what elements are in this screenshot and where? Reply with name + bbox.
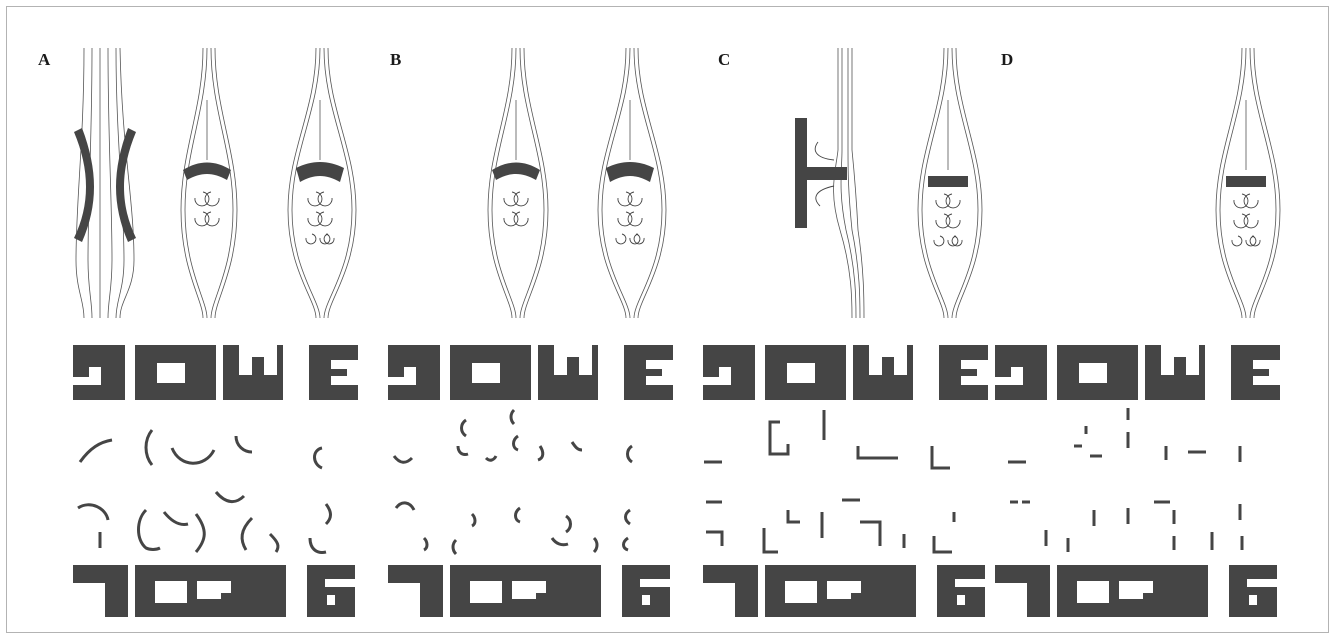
- top-glyph-row-c: [703, 345, 988, 400]
- top-glyph-row-b: [388, 345, 673, 400]
- fragments-a: [78, 430, 331, 552]
- fragments-c: [704, 410, 954, 552]
- top-glyph-row-a: [73, 345, 358, 400]
- fragments-b: [394, 410, 632, 554]
- diagram-b-curved-blade-small: [488, 48, 548, 318]
- bottom-glyph-row-c: [703, 565, 985, 617]
- bottom-glyph-row-d: [995, 565, 1277, 617]
- top-glyph-row-d: [995, 345, 1280, 400]
- bottom-glyph-row-b: [388, 565, 670, 617]
- diagram-d-flat-blade: [1216, 48, 1280, 318]
- panel-label-b: B: [390, 50, 401, 69]
- panel-label-a: A: [38, 50, 51, 69]
- diagram-a-converging-flow: [74, 48, 136, 318]
- diagram-a-curved-blade-small: [181, 48, 237, 318]
- diagram-c-flat-blade: [918, 48, 982, 318]
- panel-label-d: D: [1001, 50, 1013, 69]
- fragments-d: [1008, 408, 1242, 552]
- panel-label-c: C: [718, 50, 730, 69]
- diagram-b-curved-blade-large: [598, 48, 666, 318]
- bottom-glyph-row-a: [73, 565, 355, 617]
- diagram-c-t-obstacle: [795, 48, 864, 318]
- diagram-a-curved-blade-large: [288, 48, 356, 318]
